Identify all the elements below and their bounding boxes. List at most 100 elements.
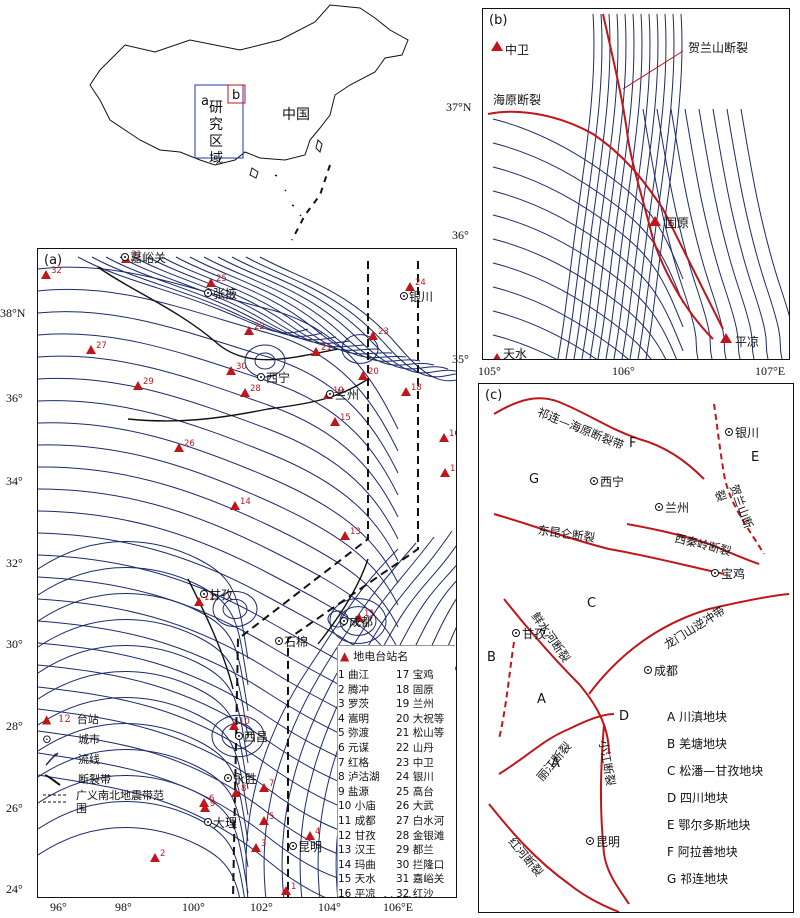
streamline-b-20	[492, 310, 598, 359]
station-marker-4	[305, 831, 315, 840]
streamline-65	[244, 344, 286, 378]
station-marker-32	[41, 270, 51, 279]
city-label-1: 张掖	[213, 287, 237, 301]
streamline-b-15	[492, 190, 684, 352]
station-number-26: 26	[184, 439, 195, 449]
station-table-row-27: 27 白水河	[396, 814, 445, 827]
station-marker-10	[229, 721, 239, 730]
station-legend-icon: ▲	[42, 712, 52, 726]
south-sea-islands	[274, 174, 302, 217]
station-marker-2	[150, 853, 160, 862]
streamline-68	[212, 590, 258, 628]
block-letter-e: E	[751, 450, 760, 465]
streamline-23	[38, 774, 326, 897]
fault-qilian	[493, 397, 705, 480]
streamline-b-28	[726, 108, 783, 359]
city-label-8: 西昌	[244, 730, 268, 744]
station-marker-27	[86, 345, 96, 354]
station-table-row-30: 30 拦隆口	[396, 858, 445, 871]
station-number-13: 13	[350, 527, 361, 537]
city-dot-8	[238, 735, 240, 737]
station-number-12: 12	[204, 593, 215, 603]
station-number-5: 5	[269, 812, 274, 822]
station-number-4: 4	[315, 827, 320, 837]
fault-ganzi-dashed	[498, 641, 515, 740]
station-marker-17	[440, 468, 450, 477]
station-number-32: 32	[51, 266, 62, 276]
station-marker-5	[259, 816, 269, 825]
block-letter-f: F	[629, 436, 637, 451]
city-dot-7	[278, 640, 280, 642]
city-dot-6	[343, 620, 345, 622]
station-marker-7	[259, 783, 269, 792]
b-station-marker-3	[493, 353, 501, 359]
station-number-2: 2	[160, 849, 165, 859]
station-table-row-25: 25 高台	[396, 785, 434, 798]
b-station-marker-0	[491, 41, 503, 51]
station-table-row-2: 2 腾冲	[338, 683, 370, 696]
block-legend-0: A 川滇地块	[667, 710, 728, 724]
streamline-b-16	[492, 214, 678, 359]
station-table-row-8: 8 泸沽湖	[338, 771, 380, 784]
station-number-10: 10	[239, 717, 250, 727]
panel-b-tag: (b)	[489, 13, 508, 28]
streamline-61	[221, 722, 255, 750]
streamline-37	[259, 256, 456, 382]
station-table-row-28: 28 金银滩	[396, 829, 445, 842]
station-number-24: 24	[415, 278, 426, 288]
streamline-b-29	[740, 108, 789, 317]
streamline-b-17	[492, 238, 667, 359]
streamline-47	[38, 775, 249, 894]
fault-dongkunlun	[493, 513, 725, 575]
station-table-row-5: 5 弥渡	[338, 727, 370, 740]
streamline-b-13	[492, 142, 684, 304]
panel-b: (b) 贺兰山断裂 海原断裂 中卫 固原 平凉 天水	[482, 8, 790, 360]
block-letter-b: B	[487, 650, 496, 665]
station-table-row-16: 16 平凉	[338, 887, 376, 898]
fault-helan	[602, 13, 714, 340]
station-table-row-15: 15 天水	[338, 873, 376, 886]
city-dot-4	[403, 295, 405, 297]
c-city-label-4: 甘孜	[522, 627, 546, 641]
station-table-row-29: 29 都兰	[396, 844, 434, 857]
c-city-label-3: 宝鸡	[721, 566, 745, 581]
block-letter-a2: A	[551, 756, 560, 771]
city-dot-1	[207, 292, 209, 294]
station-number-29: 29	[143, 377, 154, 387]
station-number-19: 19	[333, 386, 344, 396]
station-number-31: 31	[131, 250, 142, 260]
fault-xiaojiang	[599, 723, 630, 905]
fault-honghe	[488, 803, 620, 912]
station-marker-15	[330, 417, 340, 426]
station-table-row-24: 24 银川	[396, 771, 434, 784]
city-dot-11	[292, 845, 294, 847]
faults	[487, 13, 724, 340]
station-number-11: 11	[364, 609, 375, 619]
index-map	[89, 4, 409, 241]
streamline-3	[38, 333, 399, 496]
block-legend-1: B 羌塘地块	[667, 737, 728, 751]
city-label-7: 石棉	[284, 635, 308, 649]
city-label-6: 成都	[349, 615, 373, 629]
c-city-label-6: 昆明	[596, 835, 620, 849]
streamline-b-5	[597, 13, 635, 359]
station-table-row-11: 11 成都	[338, 814, 376, 827]
station-legend-num: 12	[58, 713, 71, 725]
station-tianshui-label: 天水	[503, 347, 528, 360]
x-tick-2: 100°	[182, 900, 205, 914]
streamline-b-4	[589, 13, 627, 359]
x-tick-1: 98°	[115, 900, 132, 914]
y-tick-2: 34°	[6, 474, 23, 488]
c-city-dot-3	[714, 572, 716, 574]
streamline-b-23	[656, 108, 713, 359]
hainan-outline	[249, 167, 259, 179]
fault-haiyuan	[487, 110, 724, 330]
city-dot-9	[227, 777, 229, 779]
city-label-3: 兰州	[335, 388, 359, 402]
city-legend-label: 城市	[78, 733, 100, 746]
streamline-33	[203, 256, 435, 366]
station-number-25: 25	[216, 274, 227, 284]
